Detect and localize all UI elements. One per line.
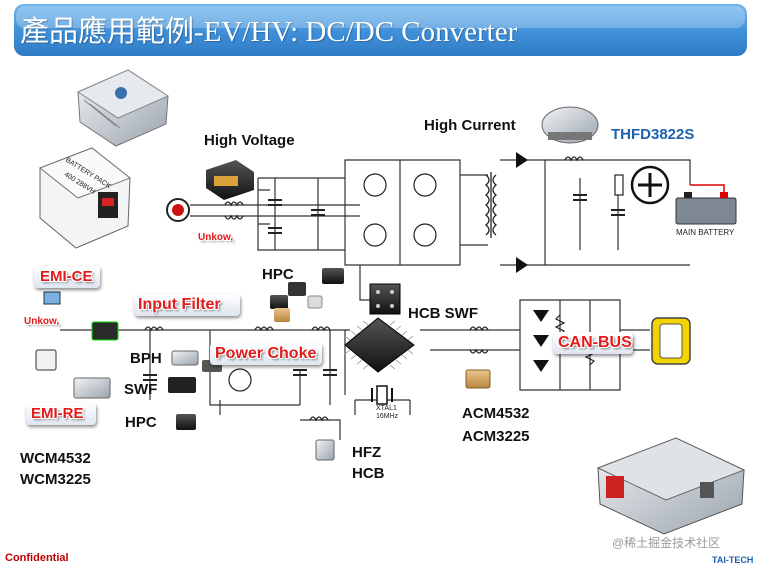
label-acm-1: ACM4532 bbox=[462, 405, 530, 422]
tag-power-choke: Power Choke bbox=[215, 345, 317, 362]
main-battery-image bbox=[675, 184, 737, 225]
thfd-part-photo bbox=[541, 106, 599, 144]
transformer bbox=[484, 172, 498, 238]
title-banner bbox=[14, 4, 747, 56]
banner-sheen bbox=[16, 6, 745, 28]
label-hpc-bottom: HPC bbox=[125, 414, 157, 431]
input-filter-box bbox=[134, 294, 240, 316]
tag-emi-ce: EMI-CE bbox=[40, 268, 93, 285]
label-bph: BPH bbox=[130, 350, 162, 367]
tag-emi-re: EMI-RE bbox=[31, 405, 84, 422]
mcu-chip bbox=[344, 317, 415, 373]
converter-module-photo bbox=[76, 69, 170, 147]
inductors bbox=[144, 156, 584, 422]
label-xtal-2: 16MHz bbox=[376, 413, 399, 420]
emi-ce-box bbox=[34, 266, 100, 288]
label-high-voltage: High Voltage bbox=[204, 132, 295, 149]
can-bus-connector bbox=[651, 317, 691, 365]
watermark: @稀土掘金技术社区 bbox=[612, 536, 721, 550]
hcb-swf-chip bbox=[369, 283, 401, 315]
can-bus-box bbox=[553, 332, 633, 354]
emi-re-box bbox=[26, 403, 96, 425]
label-main-battery: MAIN BATTERY bbox=[676, 228, 735, 237]
power-choke-box bbox=[210, 343, 322, 365]
label-high-current: High Current bbox=[424, 117, 516, 134]
capacitors bbox=[143, 194, 625, 381]
tag-input-filter: Input Filter bbox=[138, 296, 221, 313]
label-unknown-1: Unkow, bbox=[198, 232, 234, 243]
label-hfz: HFZ bbox=[352, 444, 382, 461]
hv-connector bbox=[166, 198, 190, 222]
label-wcm-2: WCM3225 bbox=[20, 471, 91, 488]
label-thfd: THFD3822S bbox=[611, 126, 695, 143]
diodes bbox=[516, 152, 549, 372]
component-photos bbox=[35, 268, 491, 461]
tag-can-bus: CAN-BUS bbox=[558, 334, 632, 351]
label-xtal-1: XTAL1 bbox=[376, 405, 397, 412]
label-wcm-1: WCM4532 bbox=[20, 450, 91, 467]
label-acm-2: ACM3225 bbox=[462, 428, 530, 445]
label-unknown-2: Unkow, bbox=[24, 316, 60, 327]
label-swf: SWF bbox=[124, 381, 158, 398]
label-hcb: HCB bbox=[352, 465, 385, 482]
hv-inductor-image bbox=[206, 160, 254, 200]
battery-pack-image bbox=[39, 147, 131, 249]
label-hcb-swf: HCB SWF bbox=[408, 305, 478, 322]
label-hpc-top: HPC bbox=[262, 266, 294, 283]
company-logo: TAI-TECH bbox=[712, 555, 754, 565]
fan-motor bbox=[630, 165, 670, 205]
crystal bbox=[371, 385, 393, 405]
mosfets bbox=[228, 173, 437, 392]
page-title: 產品應用範例-EV/HV: DC/DC Converter bbox=[20, 16, 518, 48]
confidential-label: Confidential bbox=[5, 552, 69, 564]
ev-converter-photo bbox=[596, 437, 746, 535]
